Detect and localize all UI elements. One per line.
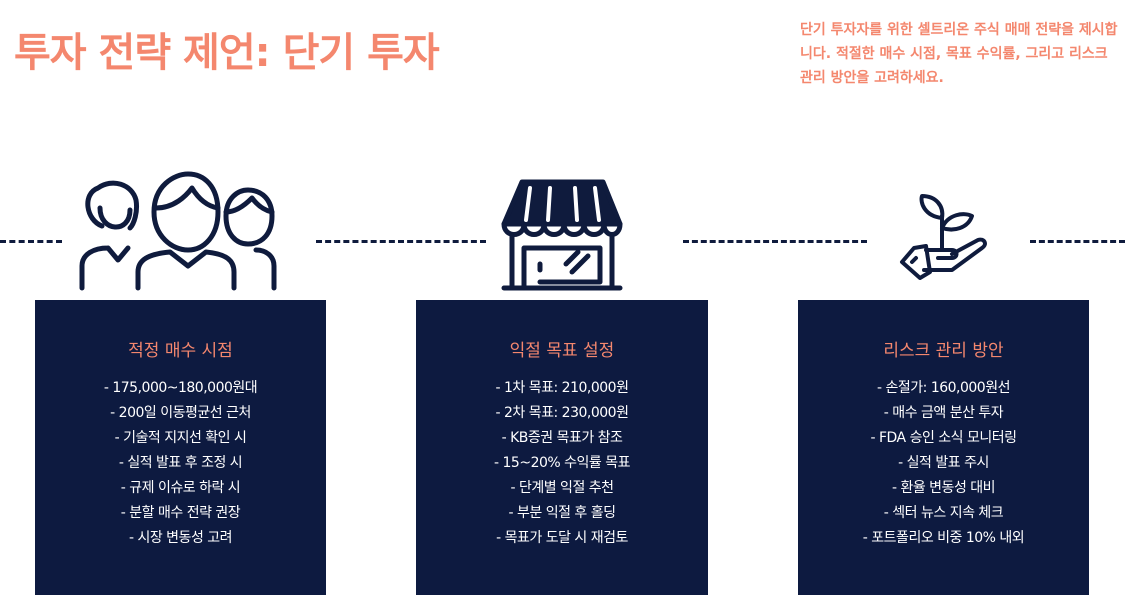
card-risk-management: 리스크 관리 방안 - 손절가: 160,000원선 - 매수 금액 분산 투자… (798, 300, 1089, 595)
card-profit-target: 익절 목표 설정 - 1차 목표: 210,000원 - 2차 목표: 230,… (416, 300, 708, 595)
dashed-divider (316, 240, 486, 243)
card-title: 리스크 관리 방안 (883, 341, 1004, 361)
hand-plant-icon (900, 194, 987, 280)
card-list: - 1차 목표: 210,000원 - 2차 목표: 230,000원 - KB… (416, 376, 708, 551)
list-item: - 실적 발표 주시 (898, 455, 989, 471)
list-item: - 기술적 지지선 확인 시 (114, 430, 247, 446)
list-item: - 1차 목표: 210,000원 (495, 380, 629, 396)
card-buy-timing: 적정 매수 시점 - 175,000~180,000원대 - 200일 이동평균… (35, 300, 326, 595)
list-item: - 규제 이슈로 하락 시 (120, 480, 241, 496)
list-item: - 손절가: 160,000원선 (877, 380, 1010, 396)
list-item: - 실적 발표 후 조정 시 (118, 455, 243, 471)
list-item: - 단계별 익절 추천 (510, 480, 614, 496)
list-item: - 섹터 뉴스 지속 체크 (883, 505, 1004, 521)
dashed-divider (0, 240, 62, 243)
card-list: - 175,000~180,000원대 - 200일 이동평균선 근처 - 기술… (35, 376, 326, 551)
list-item: - 목표가 도달 시 재검토 (496, 530, 628, 546)
dashed-divider (1030, 240, 1125, 243)
list-item: - 시장 변동성 고려 (128, 530, 233, 546)
list-item: - 부분 익절 후 홀딩 (508, 505, 616, 521)
card-title: 익절 목표 설정 (509, 341, 615, 361)
page-subtitle: 단기 투자자를 위한 셀트리온 주식 매매 전략을 제시합니다. 적절한 매수 … (800, 22, 1118, 86)
card-list: - 손절가: 160,000원선 - 매수 금액 분산 투자 - FDA 승인 … (798, 376, 1089, 551)
list-item: - 분할 매수 전략 권장 (120, 505, 241, 521)
dashed-divider (683, 240, 867, 243)
list-item: - 15~20% 수익률 목표 (494, 455, 630, 471)
list-item: - 200일 이동평균선 근처 (110, 405, 251, 421)
list-item: - 포트폴리오 비중 10% 내외 (862, 530, 1025, 546)
page-title: 투자 전략 제언: 단기 투자 (14, 30, 440, 76)
list-item: - 175,000~180,000원대 (103, 380, 258, 396)
people-group-icon (79, 171, 277, 291)
list-item: - FDA 승인 소식 모니터링 (870, 430, 1017, 446)
list-item: - KB증권 목표가 참조 (501, 430, 623, 446)
card-title: 적정 매수 시점 (128, 341, 233, 361)
storefront-icon (501, 179, 623, 291)
list-item: - 환율 변동성 대비 (891, 480, 996, 496)
list-item: - 2차 목표: 230,000원 (495, 405, 629, 421)
list-item: - 매수 금액 분산 투자 (883, 405, 1004, 421)
